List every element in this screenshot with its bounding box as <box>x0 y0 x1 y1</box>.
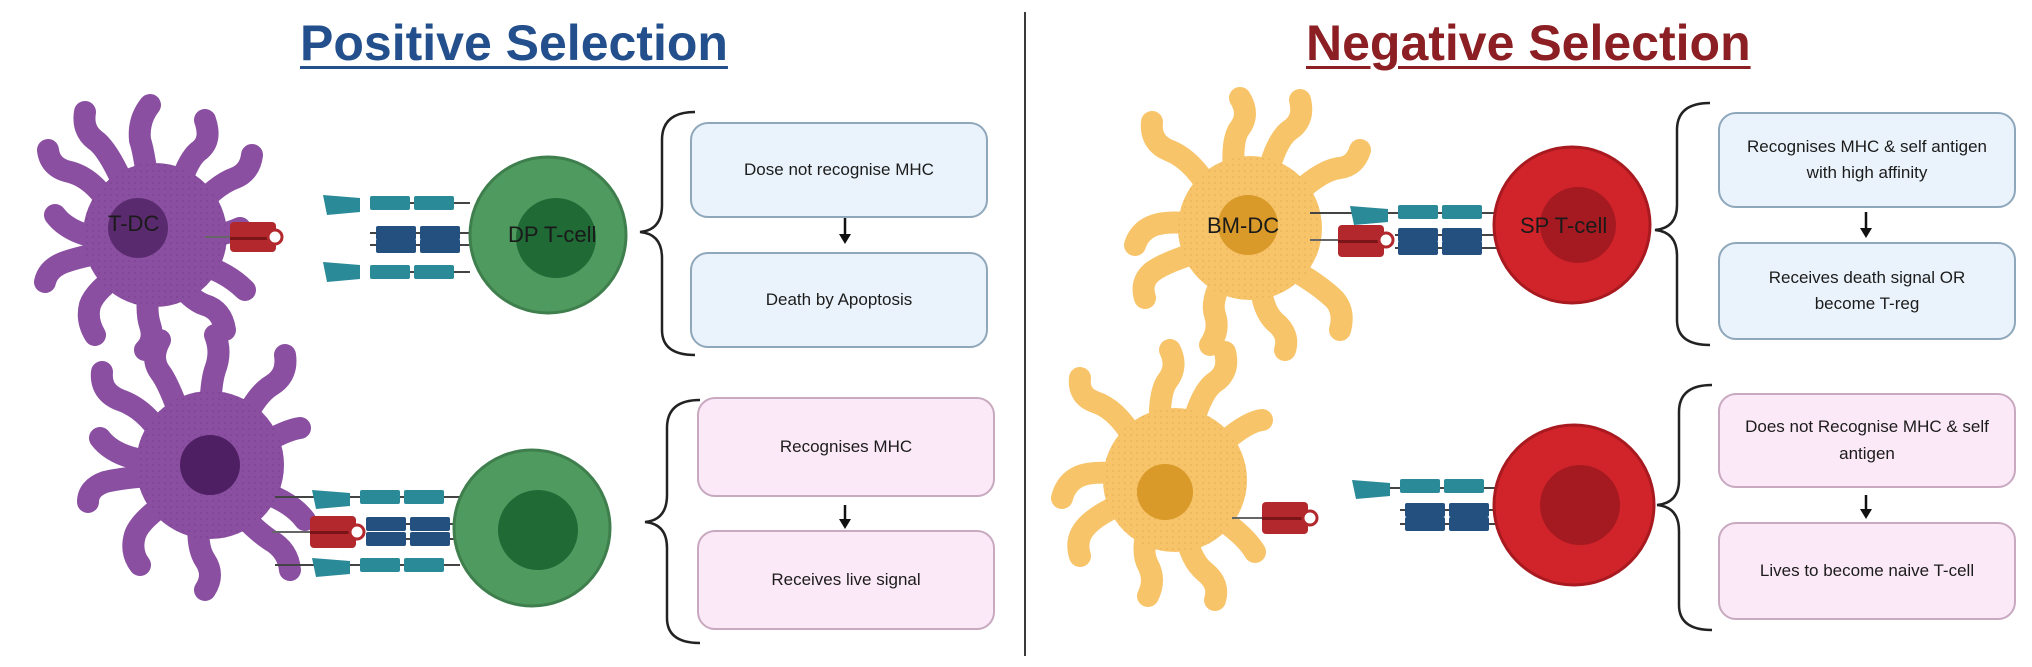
sp-tcell-bottom <box>1492 423 1656 587</box>
tcr-receptors-bottom-left <box>275 490 460 577</box>
arrow-neg-bottom <box>1860 495 1872 519</box>
brace-bottom-right <box>1656 383 1713 632</box>
pos-top-box-2: Death by Apoptosis <box>690 252 988 348</box>
tcr-receptors-bottom-right <box>1352 479 1500 531</box>
neg-bottom-box-2: Lives to become naive T-cell <box>1718 522 2016 620</box>
pos-bottom-box-1: Recognises MHC <box>697 397 995 497</box>
pos-top-box-1: Dose not recognise MHC <box>690 122 988 218</box>
dp-tcell-top <box>468 155 628 315</box>
positive-selection-title: Positive Selection <box>300 15 728 71</box>
tdc-cell-top <box>34 94 263 361</box>
tdc-label: T-DC <box>108 211 160 236</box>
brace-bottom-left <box>644 398 701 645</box>
neg-top-box-2: Receives death signal OR become T-reg <box>1718 242 2016 340</box>
neg-bottom-box-1: Does not Recognise MHC & self antigen <box>1718 393 2016 488</box>
bmdc-cell-bottom <box>1051 339 1273 611</box>
mhc-molecule-top-right <box>1310 225 1395 257</box>
sp-tcell-top <box>1492 145 1652 305</box>
tcr-receptors-top-right <box>1310 205 1500 255</box>
mhc-molecule-bottom-right <box>1232 502 1319 534</box>
dp-tcell-bottom <box>452 448 612 608</box>
arrow-pos-bottom <box>839 505 851 529</box>
sp-tcell-label: SP T-cell <box>1520 213 1608 238</box>
brace-top-left <box>639 110 696 357</box>
negative-selection-title: Negative Selection <box>1306 15 1751 71</box>
bmdc-label: BM-DC <box>1207 213 1280 238</box>
dp-tcell-label: DP T-cell <box>508 222 597 247</box>
pos-bottom-box-2: Receives live signal <box>697 530 995 630</box>
brace-top-right <box>1654 101 1711 347</box>
arrow-neg-top <box>1860 212 1872 238</box>
center-divider <box>1024 12 1026 656</box>
bmdc-cell-top <box>1124 87 1371 361</box>
tdc-cell-bottom <box>77 324 316 601</box>
neg-top-box-1: Recognises MHC & self antigen with high … <box>1718 112 2016 208</box>
mhc-molecule-top-left <box>205 222 284 252</box>
tcr-receptors-top-left <box>323 195 470 282</box>
arrow-pos-top <box>839 218 851 244</box>
mhc-molecule-bottom-left <box>272 516 366 548</box>
